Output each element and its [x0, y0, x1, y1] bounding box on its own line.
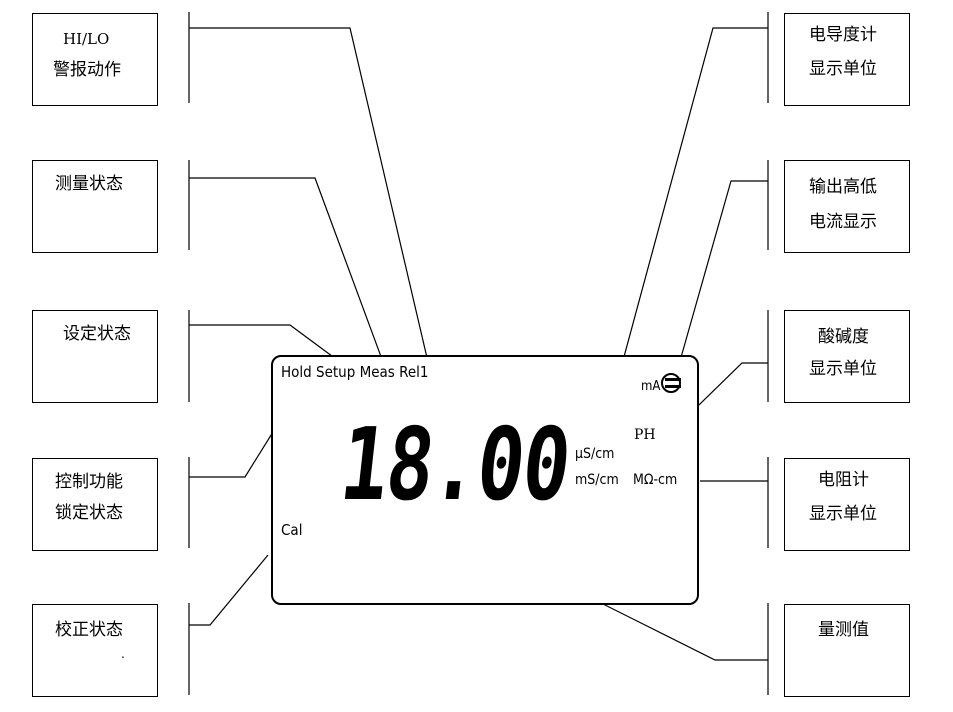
label-box-measured-value: 量测值	[784, 604, 910, 697]
unit-us-cm: µS/cm	[575, 446, 615, 462]
label-res-line2: 显示单位	[809, 504, 877, 524]
label-box-resistivity-unit: 电阻计 显示单位	[784, 458, 910, 551]
label-box-ph-unit: 酸碱度 显示单位	[784, 310, 910, 403]
label-hilo-line2: 警报动作	[53, 60, 121, 80]
label-box-hilo-alarm: HI/LO 警报动作	[32, 13, 158, 106]
label-cal-line2: .	[121, 647, 125, 661]
label-lock-line1: 控制功能	[55, 472, 123, 492]
label-hilo-line1: HI/LO	[63, 30, 110, 48]
current-output-icon	[661, 373, 681, 393]
unit-ms-cm: mS/cm	[575, 472, 619, 488]
unit-ma: mA	[641, 379, 661, 394]
label-box-lock-state: 控制功能 锁定状态	[32, 458, 158, 551]
label-value-line1: 量测值	[818, 620, 869, 640]
label-box-cal-state: 校正状态 .	[32, 604, 158, 697]
label-box-conductivity-unit: 电导度计 显示单位	[784, 13, 910, 106]
label-cond-line1: 电导度计	[809, 25, 877, 45]
label-ph-line1: 酸碱度	[818, 327, 869, 347]
status-row: Hold Setup Meas Rel1	[281, 363, 429, 381]
label-measure-line1: 测量状态	[55, 174, 123, 194]
label-output-line2: 电流显示	[809, 212, 877, 232]
label-res-line1: 电阻计	[818, 470, 869, 490]
label-ph-line2: 显示单位	[809, 359, 877, 379]
label-box-measure-state: 测量状态	[32, 160, 158, 253]
unit-ph: PH	[634, 427, 656, 443]
label-cond-line2: 显示单位	[809, 59, 877, 79]
lcd-display: Hold Setup Meas Rel1 Cal 18.00 µS/cm mS/…	[271, 355, 699, 605]
label-lock-line2: 锁定状态	[55, 503, 123, 523]
cal-indicator: Cal	[281, 521, 303, 539]
label-box-output-current: 输出高低 电流显示	[784, 160, 910, 253]
label-cal-line1: 校正状态	[55, 620, 123, 640]
label-output-line1: 输出高低	[809, 177, 877, 197]
unit-mohm-cm: MΩ-cm	[633, 472, 678, 488]
measured-reading: 18.00	[335, 406, 575, 523]
label-setup-line1: 设定状态	[63, 324, 131, 344]
label-box-setup-state: 设定状态	[32, 310, 158, 403]
